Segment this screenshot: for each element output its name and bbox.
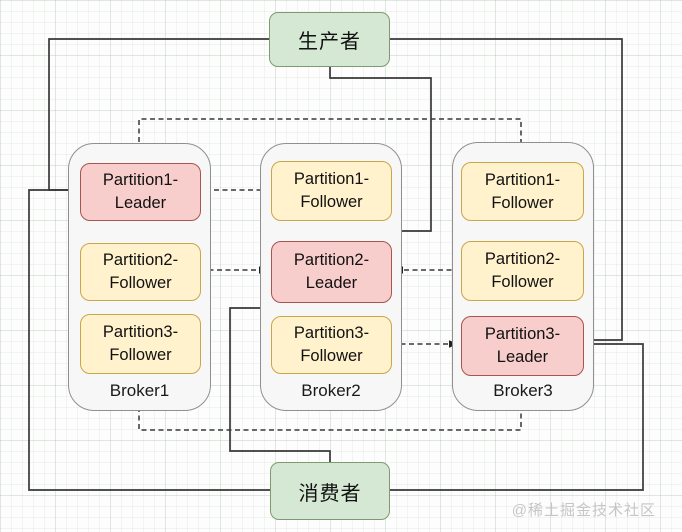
broker1-partition3-follower-node: Partition3- Follower <box>80 314 201 374</box>
broker1-label: Broker1 <box>109 381 170 400</box>
partition-role: Follower <box>109 346 172 364</box>
broker1-partition2-follower-node: Partition2- Follower <box>80 243 201 301</box>
partition-role: Leader <box>114 194 167 212</box>
consumer-node: 消费者 <box>270 462 390 520</box>
partition-name: Partition3- <box>102 323 179 341</box>
broker3-label: Broker3 <box>493 381 553 400</box>
partition-name: Partition2- <box>102 251 179 269</box>
partition-role: Follower <box>491 273 554 291</box>
partition-role: Leader <box>305 274 358 292</box>
broker1-container: Partition1- Leader Partition2- Follower … <box>68 143 211 411</box>
broker2-partition1-follower-node: Partition1- Follower <box>271 161 392 221</box>
partition-name: Partition3- <box>484 325 561 343</box>
broker3-container: Partition1- Follower Partition2- Followe… <box>452 142 594 411</box>
partition-role: Leader <box>496 348 549 366</box>
consumer-label: 消费者 <box>298 482 362 505</box>
partition-name: Partition3- <box>293 324 370 342</box>
partition-name: Partition1- <box>293 170 370 188</box>
watermark-text: @稀土掘金技术社区 <box>511 502 656 519</box>
partition-role: Follower <box>491 193 554 212</box>
partition-role: Follower <box>300 347 363 365</box>
partition-role: Follower <box>109 274 172 292</box>
broker2-partition2-leader-node: Partition2- Leader <box>271 241 392 303</box>
partition-name: Partition2- <box>293 251 370 269</box>
broker3-partition3-leader-node: Partition3- Leader <box>461 316 584 376</box>
partition-name: Partition1- <box>484 170 561 189</box>
partition-name: Partition2- <box>484 250 561 268</box>
broker2-container: Partition1- Follower Partition2- Leader … <box>260 143 402 411</box>
partition-role: Follower <box>300 193 363 211</box>
producer-node: 生产者 <box>269 12 390 67</box>
broker2-partition3-follower-node: Partition3- Follower <box>271 316 392 374</box>
broker2-label: Broker2 <box>301 381 361 400</box>
broker3-partition2-follower-node: Partition2- Follower <box>461 241 584 301</box>
broker3-partition1-follower-node: Partition1- Follower <box>461 162 584 221</box>
producer-label: 生产者 <box>298 31 361 53</box>
broker1-partition1-leader-node: Partition1- Leader <box>80 163 201 221</box>
partition-name: Partition1- <box>102 171 179 189</box>
